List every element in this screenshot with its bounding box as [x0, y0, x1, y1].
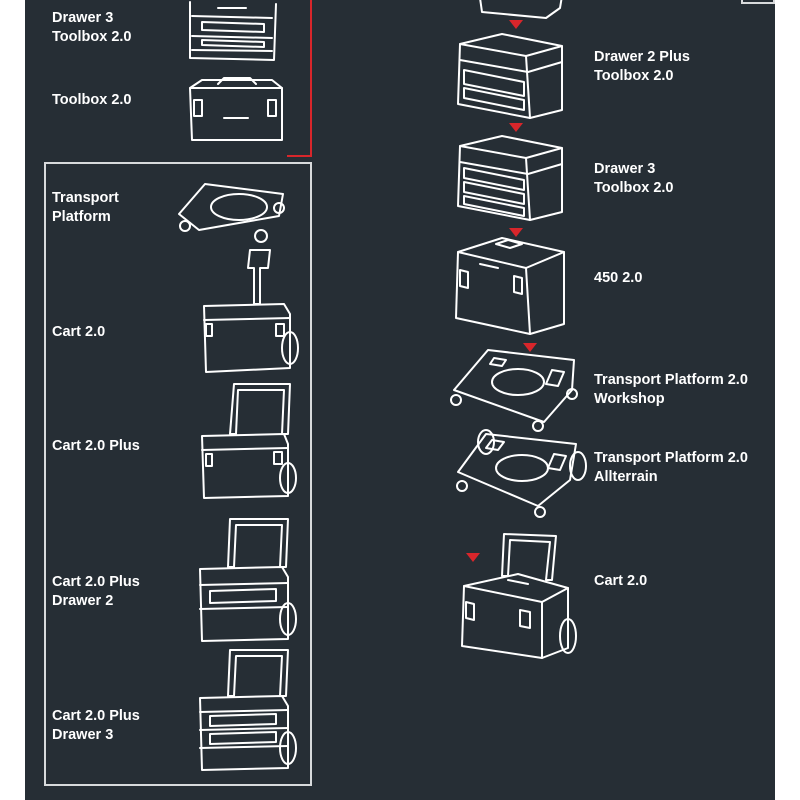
- red-bracket: [287, 0, 312, 157]
- cart-icon: [458, 530, 584, 676]
- drawer-3-toolbox-icon: [188, 0, 280, 64]
- cart-plus-icon: [198, 380, 302, 502]
- diagram-panel: [25, 0, 775, 800]
- label-cart-plus-drawer-2: Cart 2.0 Plus Drawer 2: [52, 574, 140, 609]
- cart-plus-drawer-3-icon: [196, 646, 300, 774]
- label-toolbox-left: Toolbox 2.0: [52, 92, 132, 108]
- arrow-down-icon: [466, 553, 480, 562]
- toolbox-icon: [188, 74, 286, 146]
- label-transport-platform-allterrain: Transport Platform 2.0 Allterrain: [594, 450, 748, 485]
- transport-platform-icon: [175, 180, 295, 246]
- case-450-icon: [452, 234, 570, 338]
- transport-platform-allterrain-icon: [452, 428, 592, 520]
- label-drawer-2-plus-toolbox: Drawer 2 Plus Toolbox 2.0: [594, 49, 690, 84]
- drawer-2-plus-toolbox-icon: [452, 30, 570, 122]
- top-cropped-box-icon: [476, 0, 566, 24]
- arrow-down-icon: [509, 228, 523, 237]
- label-cart: Cart 2.0: [52, 324, 106, 340]
- label-cart-plus-drawer-3: Cart 2.0 Plus Drawer 3: [52, 708, 140, 743]
- label-cart-right: Cart 2.0: [594, 573, 648, 589]
- compatibility-frame: [44, 162, 312, 786]
- label-cart-plus: Cart 2.0 Plus: [52, 438, 140, 454]
- label-case-450: 450 2.0: [594, 270, 643, 286]
- cart-plus-drawer-2-icon: [196, 515, 300, 645]
- drawer-3-toolbox-icon: [452, 132, 570, 224]
- label-transport-platform-workshop: Transport Platform 2.0 Workshop: [594, 372, 748, 407]
- transport-platform-workshop-icon: [448, 346, 578, 434]
- arrow-down-icon: [509, 20, 523, 29]
- arrow-down-icon: [523, 343, 537, 352]
- arrow-down-icon: [509, 123, 523, 132]
- label-transport-platform: Transport Platform: [52, 190, 119, 225]
- label-drawer-3-toolbox-right: Drawer 3 Toolbox 2.0: [594, 161, 674, 196]
- top-right-corner-frame: [741, 0, 775, 4]
- label-drawer-3-toolbox-left: Drawer 3 Toolbox 2.0: [52, 10, 132, 45]
- cart-icon: [198, 244, 302, 380]
